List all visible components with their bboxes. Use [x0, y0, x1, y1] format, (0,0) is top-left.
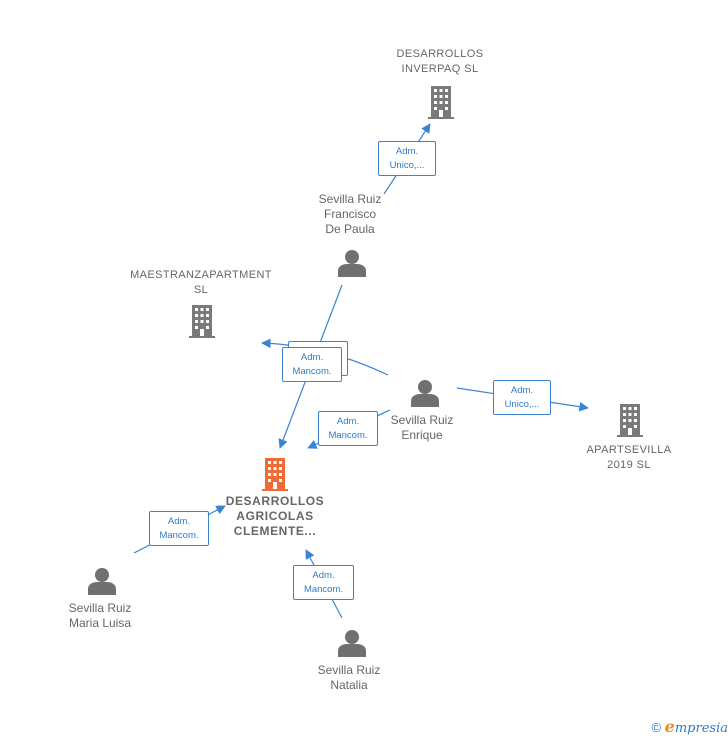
- edge-label-enrique-agricolas[interactable]: Adm. Mancom.: [318, 411, 378, 446]
- building-icon-desarrollos-agricolas: [262, 458, 288, 491]
- company-label-apartsevilla[interactable]: APARTSEVILLA 2019 SL: [586, 444, 672, 471]
- footer-brand: © empresia: [651, 717, 728, 736]
- company-label-desarrollos-inverpaq[interactable]: DESARROLLOS INVERPAQ SL: [396, 48, 484, 75]
- company-label-maestranzapartment[interactable]: MAESTRANZAPARTMENT SL: [130, 269, 272, 296]
- copyright-symbol: ©: [651, 720, 662, 735]
- person-icon-enrique: [411, 380, 439, 407]
- building-icon-desarrollos-inverpaq: [428, 86, 454, 119]
- person-icon-francisco: [338, 250, 366, 277]
- building-icon-maestranzapartment: [189, 305, 215, 338]
- person-label-enrique[interactable]: Sevilla Ruiz Enrique: [390, 413, 454, 442]
- person-label-francisco[interactable]: Sevilla Ruiz Francisco De Paula: [318, 192, 382, 236]
- edge-label-natalia-agricolas[interactable]: Adm. Mancom.: [293, 565, 354, 600]
- person-label-maria-luisa[interactable]: Sevilla Ruiz Maria Luisa: [68, 601, 132, 630]
- edge-label-francisco-inverpaq[interactable]: Adm. Unico,...: [378, 141, 436, 176]
- person-icon-maria-luisa: [88, 568, 116, 595]
- company-label-desarrollos-agricolas[interactable]: DESARROLLOS AGRICOLAS CLEMENTE...: [225, 494, 325, 538]
- building-icon-apartsevilla: [617, 404, 643, 437]
- edge-label-enrique-apartsevilla[interactable]: Adm. Unico,...: [493, 380, 551, 415]
- edge-label-maria-luisa-agricolas[interactable]: Adm. Mancom.: [149, 511, 209, 546]
- brand-logo: empresia: [664, 717, 728, 736]
- edge-label-francisco-agricolas[interactable]: Adm. Mancom.: [282, 347, 342, 382]
- person-label-natalia[interactable]: Sevilla Ruiz Natalia: [317, 663, 381, 692]
- person-icon-natalia: [338, 630, 366, 657]
